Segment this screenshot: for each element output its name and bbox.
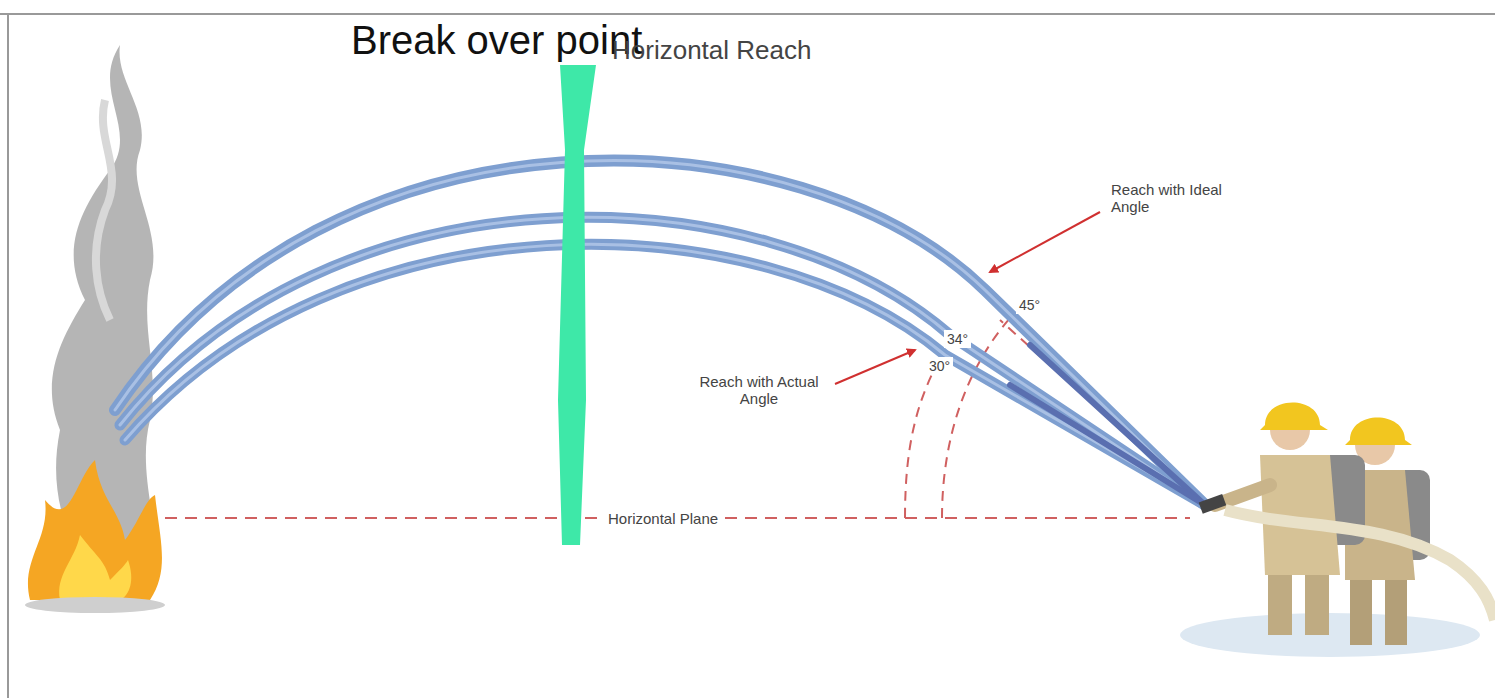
water-stream: [125, 244, 1205, 505]
break-over-bar: [558, 65, 596, 545]
ground-shadow: [25, 597, 165, 613]
ground-shadow: [1180, 613, 1480, 657]
hose: [1225, 510, 1495, 620]
nozzle-stream: [1030, 345, 1205, 505]
leg: [1268, 575, 1292, 635]
leader-arrow: [990, 212, 1100, 272]
nozzle: [1199, 494, 1227, 514]
reach-heading: Horizontal Reach: [612, 36, 811, 66]
leader-arrow: [835, 350, 915, 384]
angle-line: [1000, 320, 1205, 505]
leg: [1350, 580, 1372, 645]
water-streams: [115, 161, 1205, 505]
leg: [1385, 580, 1407, 645]
callout-label: Reach with Ideal Angle: [1108, 180, 1249, 217]
angle-value: 34°: [944, 330, 971, 348]
smoke: [96, 100, 112, 320]
leg: [1305, 575, 1329, 635]
flame: [28, 460, 162, 600]
angle-value: 30°: [926, 357, 953, 375]
water-stream: [125, 244, 1205, 505]
angle-value: 45°: [1016, 296, 1043, 314]
water-stream: [120, 217, 1205, 505]
smoke: [52, 45, 160, 560]
plane-label: Horizontal Plane: [605, 509, 721, 528]
nozzle-stream: [1010, 385, 1205, 505]
water-stream: [115, 161, 1205, 505]
callout-label: Reach with Actual Angle: [686, 372, 832, 409]
frame-line: [0, 13, 1495, 15]
flame: [59, 535, 131, 600]
helmet: [1260, 403, 1328, 431]
frame-line: [7, 14, 9, 698]
helmet: [1345, 418, 1412, 446]
firefighters: [1180, 403, 1495, 658]
break-over-label: Break over point: [348, 16, 645, 64]
angle-arc: [905, 350, 945, 518]
water-stream: [120, 217, 1205, 505]
water-stream: [115, 161, 1205, 505]
